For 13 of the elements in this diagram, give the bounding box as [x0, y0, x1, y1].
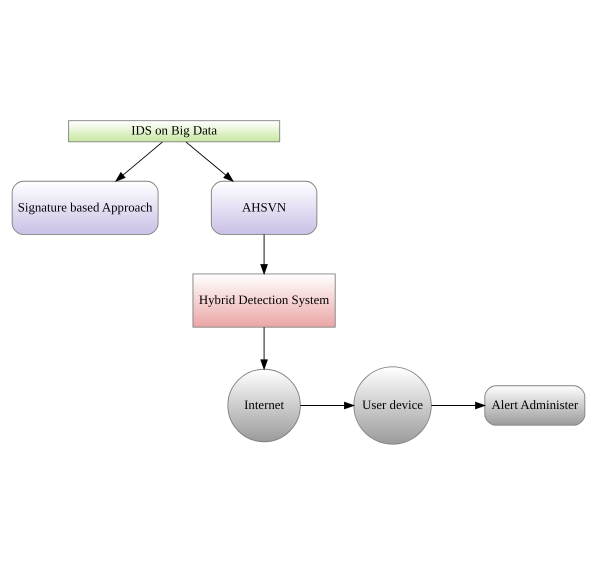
node-box: Hybrid Detection System [192, 273, 336, 328]
arrow [260, 326, 268, 370]
arrow [431, 402, 486, 410]
arrow [300, 402, 356, 410]
node-circle: User device [353, 366, 432, 445]
arrow [114, 141, 163, 182]
arrow [185, 141, 234, 182]
node-box: IDS on Big Data [68, 120, 280, 142]
node-box: Alert Administer [484, 385, 586, 426]
arrow [260, 234, 268, 276]
node-box: AHSVN [210, 180, 318, 235]
node-box: Signature based Approach [12, 180, 159, 235]
node-circle: Internet [227, 368, 301, 442]
